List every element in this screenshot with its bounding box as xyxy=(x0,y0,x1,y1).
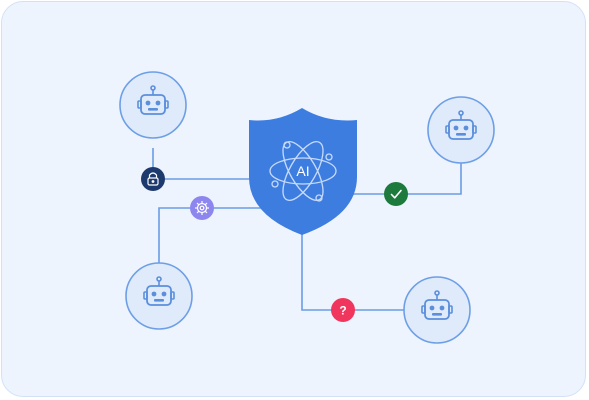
check-icon xyxy=(390,189,402,199)
line-bottom-right xyxy=(301,234,407,311)
question-icon xyxy=(331,298,355,322)
line-bottom-left xyxy=(158,207,264,264)
gear-badge[interactable] xyxy=(190,196,214,220)
atom-icon xyxy=(269,141,337,202)
line-top-left xyxy=(152,148,264,180)
gear-icon xyxy=(195,201,209,215)
robot-node-bottom-left[interactable] xyxy=(125,262,193,330)
robot-node-bottom-right[interactable] xyxy=(403,276,471,344)
network-diagram: AI xyxy=(119,71,495,344)
check-badge[interactable] xyxy=(384,182,408,206)
robot-node-top-left[interactable] xyxy=(119,71,187,139)
question-label: ? xyxy=(339,304,346,318)
lock-icon xyxy=(147,172,159,186)
question-badge[interactable]: ? xyxy=(331,298,355,322)
ai-shield[interactable]: AI xyxy=(249,108,357,235)
lock-badge[interactable] xyxy=(141,167,165,191)
shield-icon xyxy=(249,108,357,235)
robot-node-top-right[interactable] xyxy=(427,96,495,164)
shield-label: AI xyxy=(296,163,309,179)
